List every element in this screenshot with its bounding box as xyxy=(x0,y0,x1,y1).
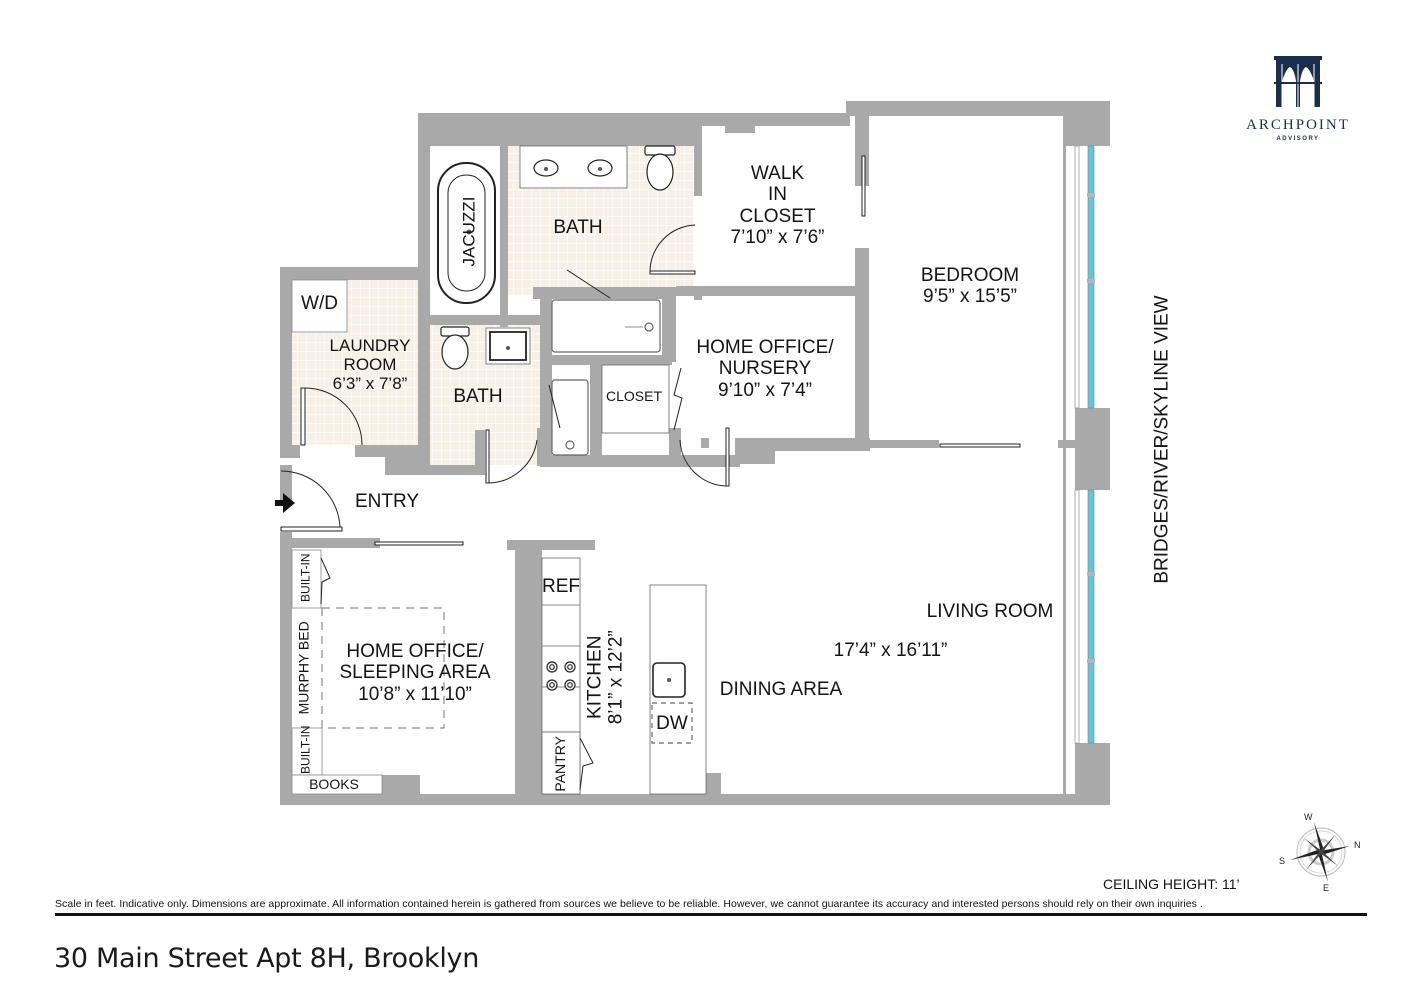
toilet-icon xyxy=(646,153,674,191)
built-in-bottom-label: BUILT-IN xyxy=(298,725,313,774)
svg-text:S: S xyxy=(1279,856,1285,866)
closet-label: CLOSET xyxy=(605,388,662,404)
second-bath-label: BATH xyxy=(453,386,503,407)
ref-label: REF xyxy=(542,576,580,597)
closet-shelf xyxy=(601,364,670,434)
entry-label: ENTRY xyxy=(354,491,420,512)
home-office-nursery-label: HOME OFFICE/ NURSERY 9’10” x 7’4” xyxy=(696,337,834,401)
doors[interactable] xyxy=(280,155,1021,791)
brand-logo: ARCHPOINT ADVISORY xyxy=(1238,52,1358,142)
jacuzzi-label: JACUZZI xyxy=(459,196,479,267)
entry-arrow-icon xyxy=(275,493,295,513)
toilet-icon xyxy=(441,334,469,370)
walls xyxy=(280,101,1110,805)
bedroom-label: BEDROOM 9’5” x 15’5” xyxy=(920,265,1020,308)
bridge-arch-icon xyxy=(1274,56,1322,107)
footer-divider xyxy=(55,913,1367,916)
built-in-top xyxy=(291,549,322,609)
compass-rose-icon: W N S E xyxy=(1279,812,1361,893)
brand-subtitle: ADVISORY xyxy=(1276,136,1320,142)
laundry-room-label: LAUNDRY ROOM 6’3” x 7’8” xyxy=(329,336,411,394)
windows xyxy=(1074,145,1095,744)
brand-name: ARCHPOINT xyxy=(1246,117,1350,133)
shower-stall xyxy=(551,379,589,456)
living-room-dims: 17’4” x 16’11” xyxy=(833,640,948,661)
dining-area-label: DINING AREA xyxy=(719,679,843,700)
murphy-bed-label: MURPHY BED xyxy=(295,621,312,715)
kitchen-label: KITCHEN 8’1” x 12’2” xyxy=(584,630,627,725)
built-in-bottom xyxy=(291,727,323,776)
view-label: BRIDGES/RIVER/SKYLINE VIEW xyxy=(1151,295,1173,584)
shower-stall xyxy=(551,299,661,353)
fixtures xyxy=(291,145,707,795)
svg-text:E: E xyxy=(1323,883,1329,893)
pantry xyxy=(541,731,581,795)
living-room-label: LIVING ROOM xyxy=(926,601,1054,622)
pantry-label: PANTRY xyxy=(552,736,569,792)
books-label: BOOKS xyxy=(309,776,359,792)
washer-dryer xyxy=(291,279,348,333)
property-address: 30 Main Street Apt 8H, Brooklyn xyxy=(54,943,480,974)
washer-dryer-label: W/D xyxy=(301,293,338,314)
books-shelf xyxy=(291,774,383,795)
murphy-bed-outline xyxy=(321,607,445,729)
svg-text:N: N xyxy=(1354,840,1361,850)
ceiling-height: CEILING HEIGHT: 11’ xyxy=(1103,876,1240,892)
built-in-top-label: BUILT-IN xyxy=(298,553,313,602)
dishwasher xyxy=(651,702,693,744)
disclaimer-text: Scale in feet. Indicative only. Dimensio… xyxy=(55,898,1203,910)
walk-in-closet-label: WALK IN CLOSET 7’10” x 7’6” xyxy=(730,163,825,248)
dishwasher-label: DW xyxy=(656,713,688,734)
svg-text:W: W xyxy=(1304,812,1313,822)
master-bath-label: BATH xyxy=(553,217,603,238)
home-office-sleeping-label: HOME OFFICE/ SLEEPING AREA 10’8” x 11’10… xyxy=(339,641,491,705)
